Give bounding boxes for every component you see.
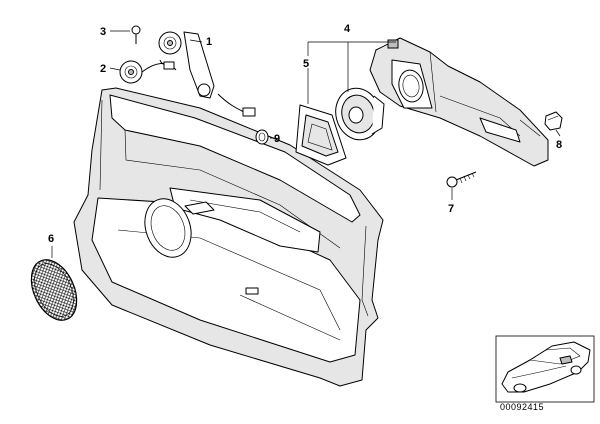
car-thumbnail <box>495 335 595 403</box>
callout-7: 7 <box>448 203 454 215</box>
clip-8 <box>544 111 563 131</box>
callout-9: 9 <box>274 133 280 145</box>
callout-4: 4 <box>344 23 351 35</box>
document-number: 00092415 <box>500 402 545 412</box>
woofer-speaker <box>335 87 385 141</box>
speaker-housing <box>369 37 549 167</box>
leader-lines <box>51 30 561 258</box>
clip-9 <box>255 129 269 145</box>
callout-3: 3 <box>100 26 106 38</box>
speaker-frame <box>295 104 347 166</box>
callout-8: 8 <box>556 139 562 151</box>
callout-2: 2 <box>100 63 106 75</box>
callout-5: 5 <box>303 58 309 70</box>
screw-7 <box>446 171 477 188</box>
callout-6: 6 <box>48 233 54 245</box>
door-trim-panel <box>73 87 384 387</box>
speaker-grille <box>30 259 78 321</box>
tweeter-assembly <box>119 25 256 117</box>
callout-1: 1 <box>206 36 212 48</box>
